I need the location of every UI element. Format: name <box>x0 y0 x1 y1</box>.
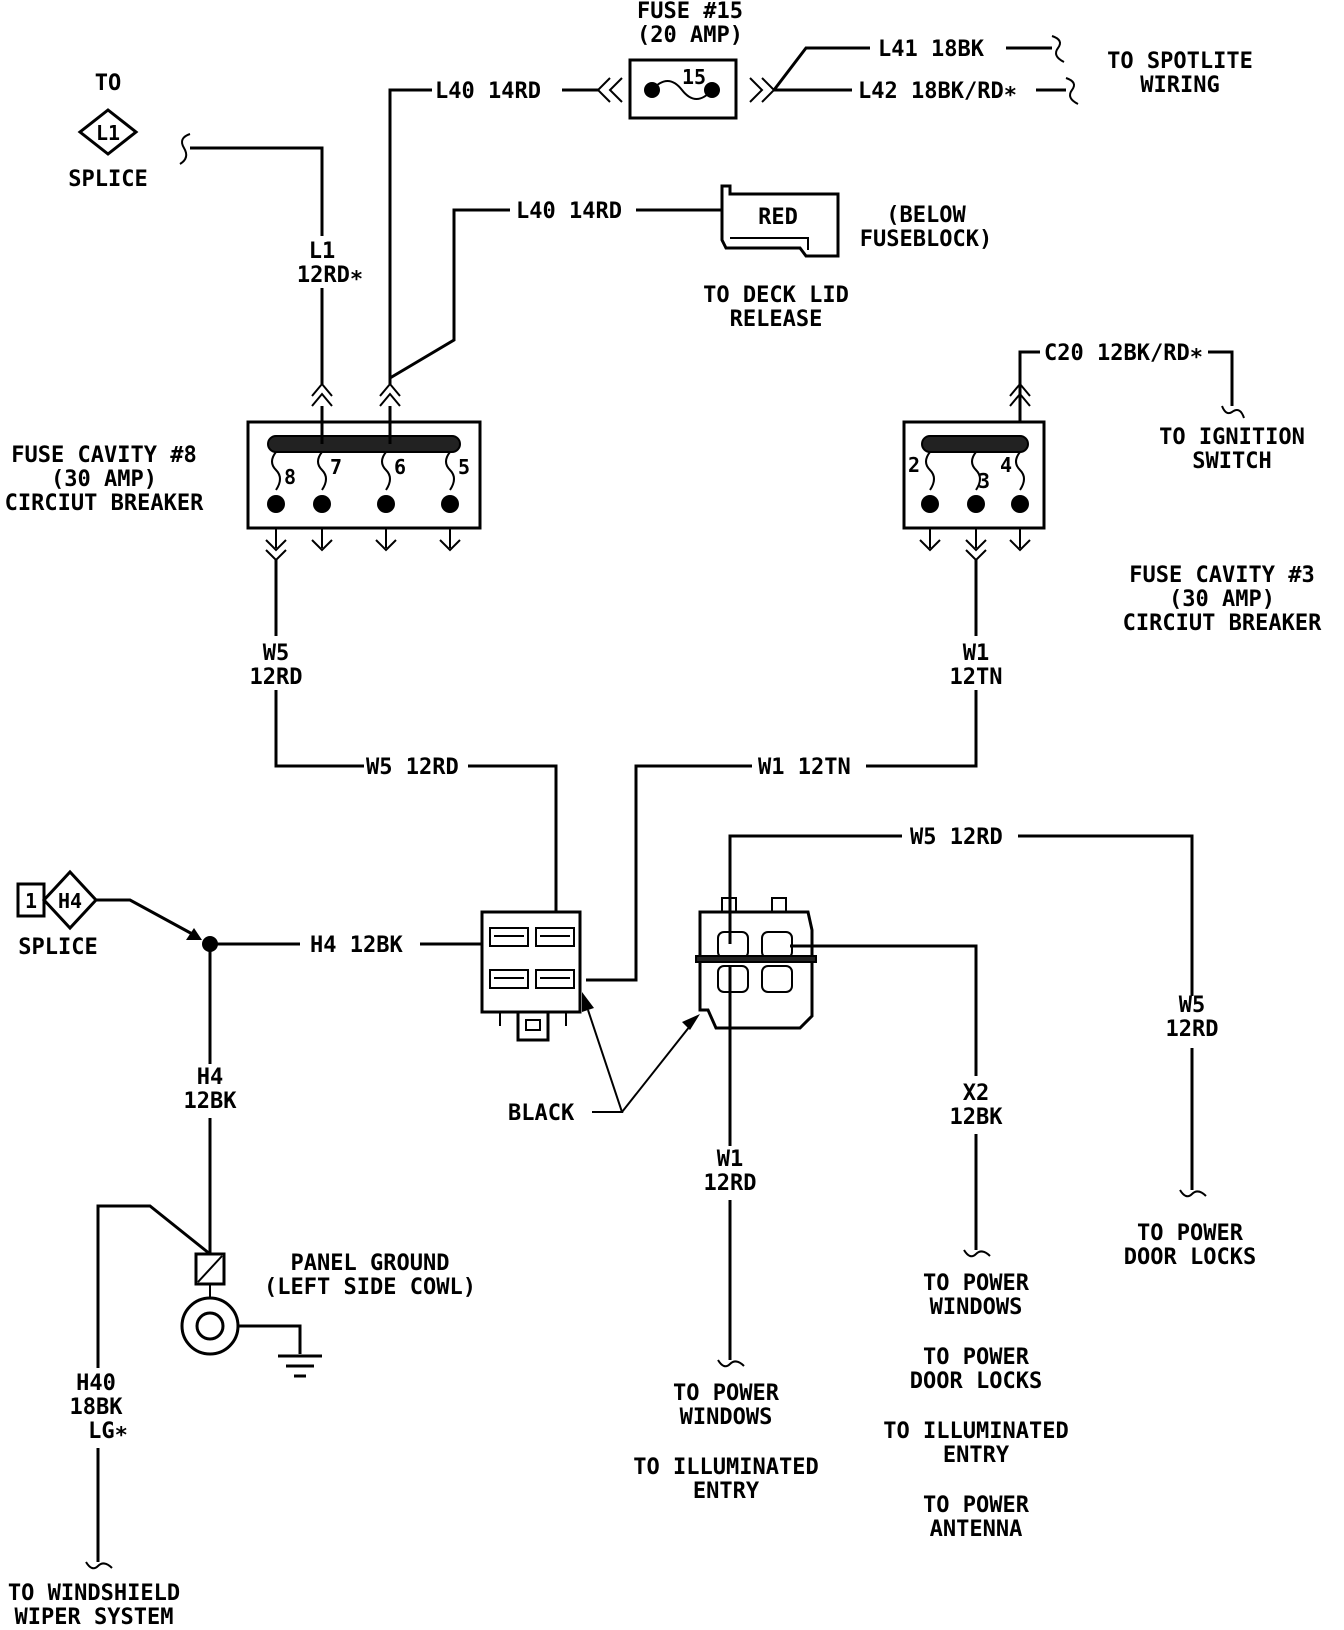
fuse-15-rating: (20 AMP) <box>637 23 743 48</box>
wire-w5-left: W5 12RD W5 12RD <box>250 560 558 936</box>
ignition-dest-1: TO IGNITION <box>1159 425 1305 450</box>
fuse-cavity-8-terminal-8: 8 <box>284 465 296 489</box>
wire-h4-horiz-label: H4 12BK <box>310 933 403 958</box>
fuse-15-number: 15 <box>682 65 706 89</box>
fuse-cavity-8: FUSE CAVITY #8 (30 AMP) CIRCIUT BREAKER … <box>5 382 482 562</box>
wire-w1-bottom-gauge: 12RD <box>704 1171 757 1196</box>
fuse-cavity-8-line-3: CIRCIUT BREAKER <box>5 491 204 516</box>
wire-w5-left-gauge: 12RD <box>250 665 303 690</box>
wire-l41-label: L41 18BK <box>878 37 985 62</box>
fuse-15-title: FUSE #15 <box>637 0 743 24</box>
wire-x2-id: X2 <box>963 1081 990 1106</box>
wire-h4: H4 12BK H4 12BK <box>184 933 482 1254</box>
x2-dest-4: DOOR LOCKS <box>910 1369 1042 1394</box>
x2-dest-2: WINDOWS <box>930 1295 1023 1320</box>
windshield-dest-1: TO WINDSHIELD <box>8 1581 180 1606</box>
wire-h40-color: LG∗ <box>88 1419 128 1444</box>
wire-l40-deck-lid: L40 14RD <box>389 199 722 380</box>
wire-x2: X2 12BK TO POWER WINDOWS TO POWER DOOR L… <box>790 944 1069 1542</box>
fuse-cavity-8-line-2: (30 AMP) <box>51 467 157 492</box>
fuse-cavity-8-terminal-6: 6 <box>394 455 406 479</box>
w1-bottom-dest-1: TO POWER <box>673 1381 780 1406</box>
wire-w5-top: W5 12RD W5 12RD TO POWER DOOR LOCKS <box>728 825 1256 1270</box>
w1-bottom-dest-3: TO ILLUMINATED <box>633 1455 818 1480</box>
door-locks-right-dest-1: TO POWER <box>1137 1221 1244 1246</box>
wire-c20-label: C20 12BK/RD∗ <box>1044 341 1203 366</box>
splice-l1: TO L1 SPLICE <box>68 71 147 192</box>
splice-h4-id: H4 <box>58 889 82 913</box>
fuse-cavity-3-line-2: (30 AMP) <box>1169 587 1275 612</box>
black-label: BLACK <box>508 1101 575 1126</box>
splice-l1-id: L1 <box>96 121 120 145</box>
wire-w1-bottom: W1 12RD TO POWER WINDOWS TO ILLUMINATED … <box>633 966 819 1504</box>
connector-red-label: RED <box>758 205 798 230</box>
fuse-cavity-8-terminal-7: 7 <box>330 455 342 479</box>
ignition-dest-2: SWITCH <box>1192 449 1271 474</box>
deck-lid-location-2: FUSEBLOCK) <box>860 227 992 252</box>
wire-w5-top-label: W5 12RD <box>910 825 1003 850</box>
splice-l1-to: TO <box>95 71 122 96</box>
splice-l1-label: SPLICE <box>68 167 147 192</box>
w1-bottom-dest-4: ENTRY <box>693 1479 760 1504</box>
fuse-cavity-3-terminal-3: 3 <box>978 469 990 493</box>
deck-lid-dest-2: RELEASE <box>730 307 823 332</box>
fuse-cavity-8-line-1: FUSE CAVITY #8 <box>11 443 196 468</box>
fuse-cavity-3-terminal-2: 2 <box>908 453 920 477</box>
w1-bottom-dest-2: WINDOWS <box>680 1405 773 1430</box>
door-locks-right-dest-2: DOOR LOCKS <box>1124 1245 1256 1270</box>
panel-ground-line-1: PANEL GROUND <box>291 1251 450 1276</box>
splice-h4-label: SPLICE <box>18 935 97 960</box>
wire-l41-l42: L41 18BK L42 18BK/RD∗ TO SPOTLITE WIRING <box>772 35 1253 105</box>
x2-dest-6: ENTRY <box>943 1443 1010 1468</box>
wire-w1-right-gauge: 12TN <box>950 665 1003 690</box>
fuse-cavity-8-terminal-5: 5 <box>458 455 470 479</box>
wire-h40-gauge: 18BK <box>70 1395 124 1420</box>
connector-red-deck-lid: RED (BELOW FUSEBLOCK) TO DECK LID RELEAS… <box>703 184 992 332</box>
wire-l40-deck-label: L40 14RD <box>516 199 622 224</box>
wire-l1-gauge: 12RD∗ <box>297 263 363 288</box>
x2-dest-7: TO POWER <box>923 1493 1030 1518</box>
fuse-cavity-3-line-1: FUSE CAVITY #3 <box>1129 563 1314 588</box>
wire-l1: L1 12RD∗ <box>179 133 364 384</box>
connector-black-left <box>480 910 582 1042</box>
wire-h4-vert-id: H4 <box>197 1065 224 1090</box>
panel-ground: PANEL GROUND (LEFT SIDE COWL) <box>180 1251 476 1378</box>
black-connector-callout: BLACK <box>508 992 700 1126</box>
wire-w1-right-id: W1 <box>963 641 990 666</box>
wire-h40: H40 18BK LG∗ TO WINDSHIELD WIPER SYSTEM <box>8 1204 211 1630</box>
spotlite-dest-2: WIRING <box>1140 73 1219 98</box>
splice-h4: 1 H4 SPLICE <box>16 869 218 960</box>
wire-l40-top: L40 14RD <box>388 79 598 384</box>
wire-h4-vert-gauge: 12BK <box>184 1089 238 1114</box>
wire-w5-right-gauge: 12RD <box>1166 1017 1219 1042</box>
spotlite-dest-1: TO SPOTLITE <box>1107 49 1253 74</box>
fuse-cavity-3-terminal-4: 4 <box>1000 453 1012 477</box>
wire-w1-right: W1 12TN W1 12TN <box>586 560 1003 982</box>
x2-dest-5: TO ILLUMINATED <box>883 1419 1068 1444</box>
fuse-cavity-3-line-3: CIRCIUT BREAKER <box>1123 611 1322 636</box>
fuse-cavity-3: 2 3 4 FUSE CAVITY #3 (30 AMP) CIRCIUT BR… <box>902 382 1322 636</box>
wire-h40-id: H40 <box>76 1371 116 1396</box>
wire-w5-horiz-label: W5 12RD <box>366 755 459 780</box>
wire-c20: C20 12BK/RD∗ TO IGNITION SWITCH <box>1018 341 1305 474</box>
wire-w1-bottom-id: W1 <box>717 1147 744 1172</box>
wire-l42-label: L42 18BK/RD∗ <box>858 79 1017 104</box>
wire-w5-right-id: W5 <box>1179 993 1206 1018</box>
x2-dest-1: TO POWER <box>923 1271 1030 1296</box>
deck-lid-dest-1: TO DECK LID <box>703 283 849 308</box>
wire-x2-gauge: 12BK <box>950 1105 1004 1130</box>
x2-dest-8: ANTENNA <box>930 1517 1023 1542</box>
wire-l1-id: L1 <box>309 239 336 264</box>
x2-dest-3: TO POWER <box>923 1345 1030 1370</box>
splice-h4-pin: 1 <box>25 889 37 913</box>
wire-w1-horiz-label: W1 12TN <box>758 755 851 780</box>
deck-lid-location-1: (BELOW <box>886 203 966 228</box>
fuse-15: FUSE #15 (20 AMP) 15 <box>596 0 776 120</box>
windshield-dest-2: WIPER SYSTEM <box>15 1605 174 1630</box>
wire-w5-left-id: W5 <box>263 641 290 666</box>
panel-ground-line-2: (LEFT SIDE COWL) <box>264 1275 476 1300</box>
connector-black-right <box>695 897 817 1030</box>
wire-l40-top-label: L40 14RD <box>435 79 541 104</box>
